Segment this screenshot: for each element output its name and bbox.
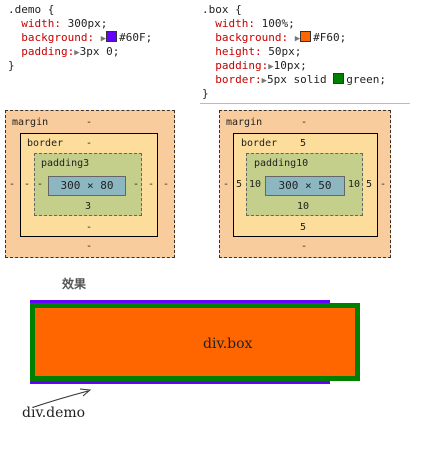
- box-border-val-a: 5px solid: [267, 73, 327, 86]
- margin-right-value: -: [163, 179, 170, 190]
- margin-label: margin: [226, 117, 263, 128]
- border-left-value: -: [24, 179, 31, 190]
- expand-triangle-icon[interactable]: ▶: [268, 62, 274, 72]
- color-swatch-icon[interactable]: [300, 31, 312, 42]
- demo-selector: .demo {: [8, 3, 55, 16]
- padding-label: padding3: [41, 158, 90, 169]
- expand-triangle-icon[interactable]: ▶: [294, 34, 301, 44]
- content-box: 300 × 50: [265, 176, 345, 196]
- margin-bottom-value: -: [301, 241, 308, 252]
- demo-label: div.demo: [22, 405, 86, 421]
- padding-left-value: 10: [249, 179, 262, 190]
- padding-right-value: -: [133, 179, 140, 190]
- box-border-prop: border:: [215, 73, 262, 86]
- expand-triangle-icon[interactable]: ▶: [261, 76, 268, 86]
- box-selector: .box {: [202, 3, 242, 16]
- expand-triangle-icon[interactable]: ▶: [100, 34, 107, 44]
- padding-left-value: -: [37, 179, 44, 190]
- box-bg-val: #F60;: [313, 31, 347, 44]
- demo-width-prop: width:: [21, 17, 61, 30]
- border-right-value: 5: [366, 179, 373, 190]
- padding-label: padding10: [254, 158, 309, 169]
- box-div: [30, 303, 360, 381]
- border-label: border: [241, 138, 278, 149]
- demo-padding-prop: padding:: [21, 45, 75, 58]
- box-close-brace: }: [202, 87, 209, 100]
- border-bottom-value: -: [86, 222, 93, 233]
- box-label: div.box: [203, 336, 253, 352]
- box-bg-prop: background:: [215, 31, 289, 44]
- demo-bg-val: #60F;: [119, 31, 153, 44]
- margin-top-value: -: [86, 117, 93, 128]
- border-top-value: -: [86, 138, 93, 149]
- border-top-value: 5: [300, 138, 307, 149]
- margin-right-value: -: [380, 179, 387, 190]
- demo-css-code: .demo { width: 300px; background: ▶ #60F;…: [8, 3, 152, 73]
- border-bottom-value: 5: [300, 222, 307, 233]
- margin-left-value: -: [9, 179, 16, 190]
- demo-close-brace: }: [8, 59, 15, 72]
- box-height-val: 50px;: [268, 45, 302, 58]
- padding-bottom-value: 10: [297, 201, 310, 212]
- box-border-val-b: green;: [346, 73, 387, 86]
- padding-right-value: 10: [348, 179, 361, 190]
- demo-bg-prop: background:: [21, 31, 95, 44]
- box-css-code: .box { width: 100%; background: ▶ #F60; h…: [202, 3, 386, 101]
- divider: [200, 103, 410, 104]
- margin-top-value: -: [301, 117, 308, 128]
- border-right-value: -: [148, 179, 155, 190]
- demo-padding-val: 3px 0;: [79, 45, 120, 58]
- expand-triangle-icon[interactable]: ▶: [74, 48, 80, 58]
- box-height-prop: height:: [215, 45, 262, 58]
- color-swatch-icon[interactable]: [106, 31, 118, 42]
- margin-bottom-value: -: [86, 241, 93, 252]
- margin-label: margin: [12, 117, 49, 128]
- padding-bottom-value: 3: [85, 201, 92, 212]
- color-swatch-icon[interactable]: [333, 73, 345, 84]
- border-left-value: 5: [236, 179, 243, 190]
- box-padding-val: 10px;: [273, 59, 307, 72]
- demo-width-val: 300px;: [67, 17, 108, 30]
- margin-left-value: -: [223, 179, 230, 190]
- result-title: 效果: [62, 277, 87, 291]
- border-label: border: [27, 138, 64, 149]
- box-width-val: 100%;: [261, 17, 295, 30]
- box-width-prop: width:: [215, 17, 255, 30]
- arrow-icon: [33, 388, 92, 408]
- box-padding-prop: padding:: [215, 59, 269, 72]
- content-box: 300 × 80: [48, 176, 126, 196]
